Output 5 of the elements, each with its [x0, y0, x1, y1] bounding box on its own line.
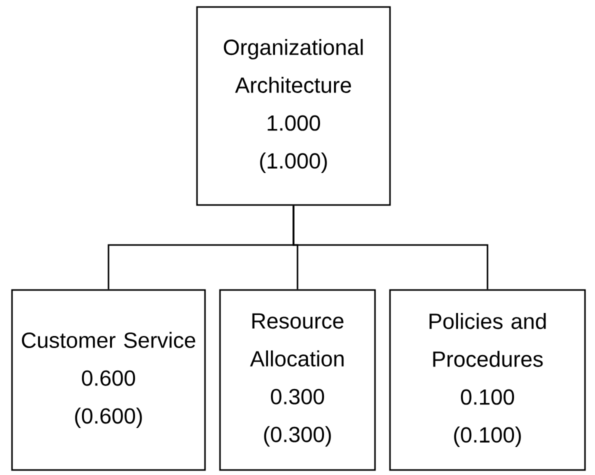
connector-line — [292, 206, 488, 290]
box: Organizational Architecture 1.000 (1.000) — [196, 6, 391, 206]
box: Customer Service 0.600 (0.600) — [11, 289, 206, 471]
box: Resource Allocation 0.300 (0.300) — [219, 289, 376, 471]
box: Policies and Procedures 0.100 (0.100) — [389, 289, 586, 471]
